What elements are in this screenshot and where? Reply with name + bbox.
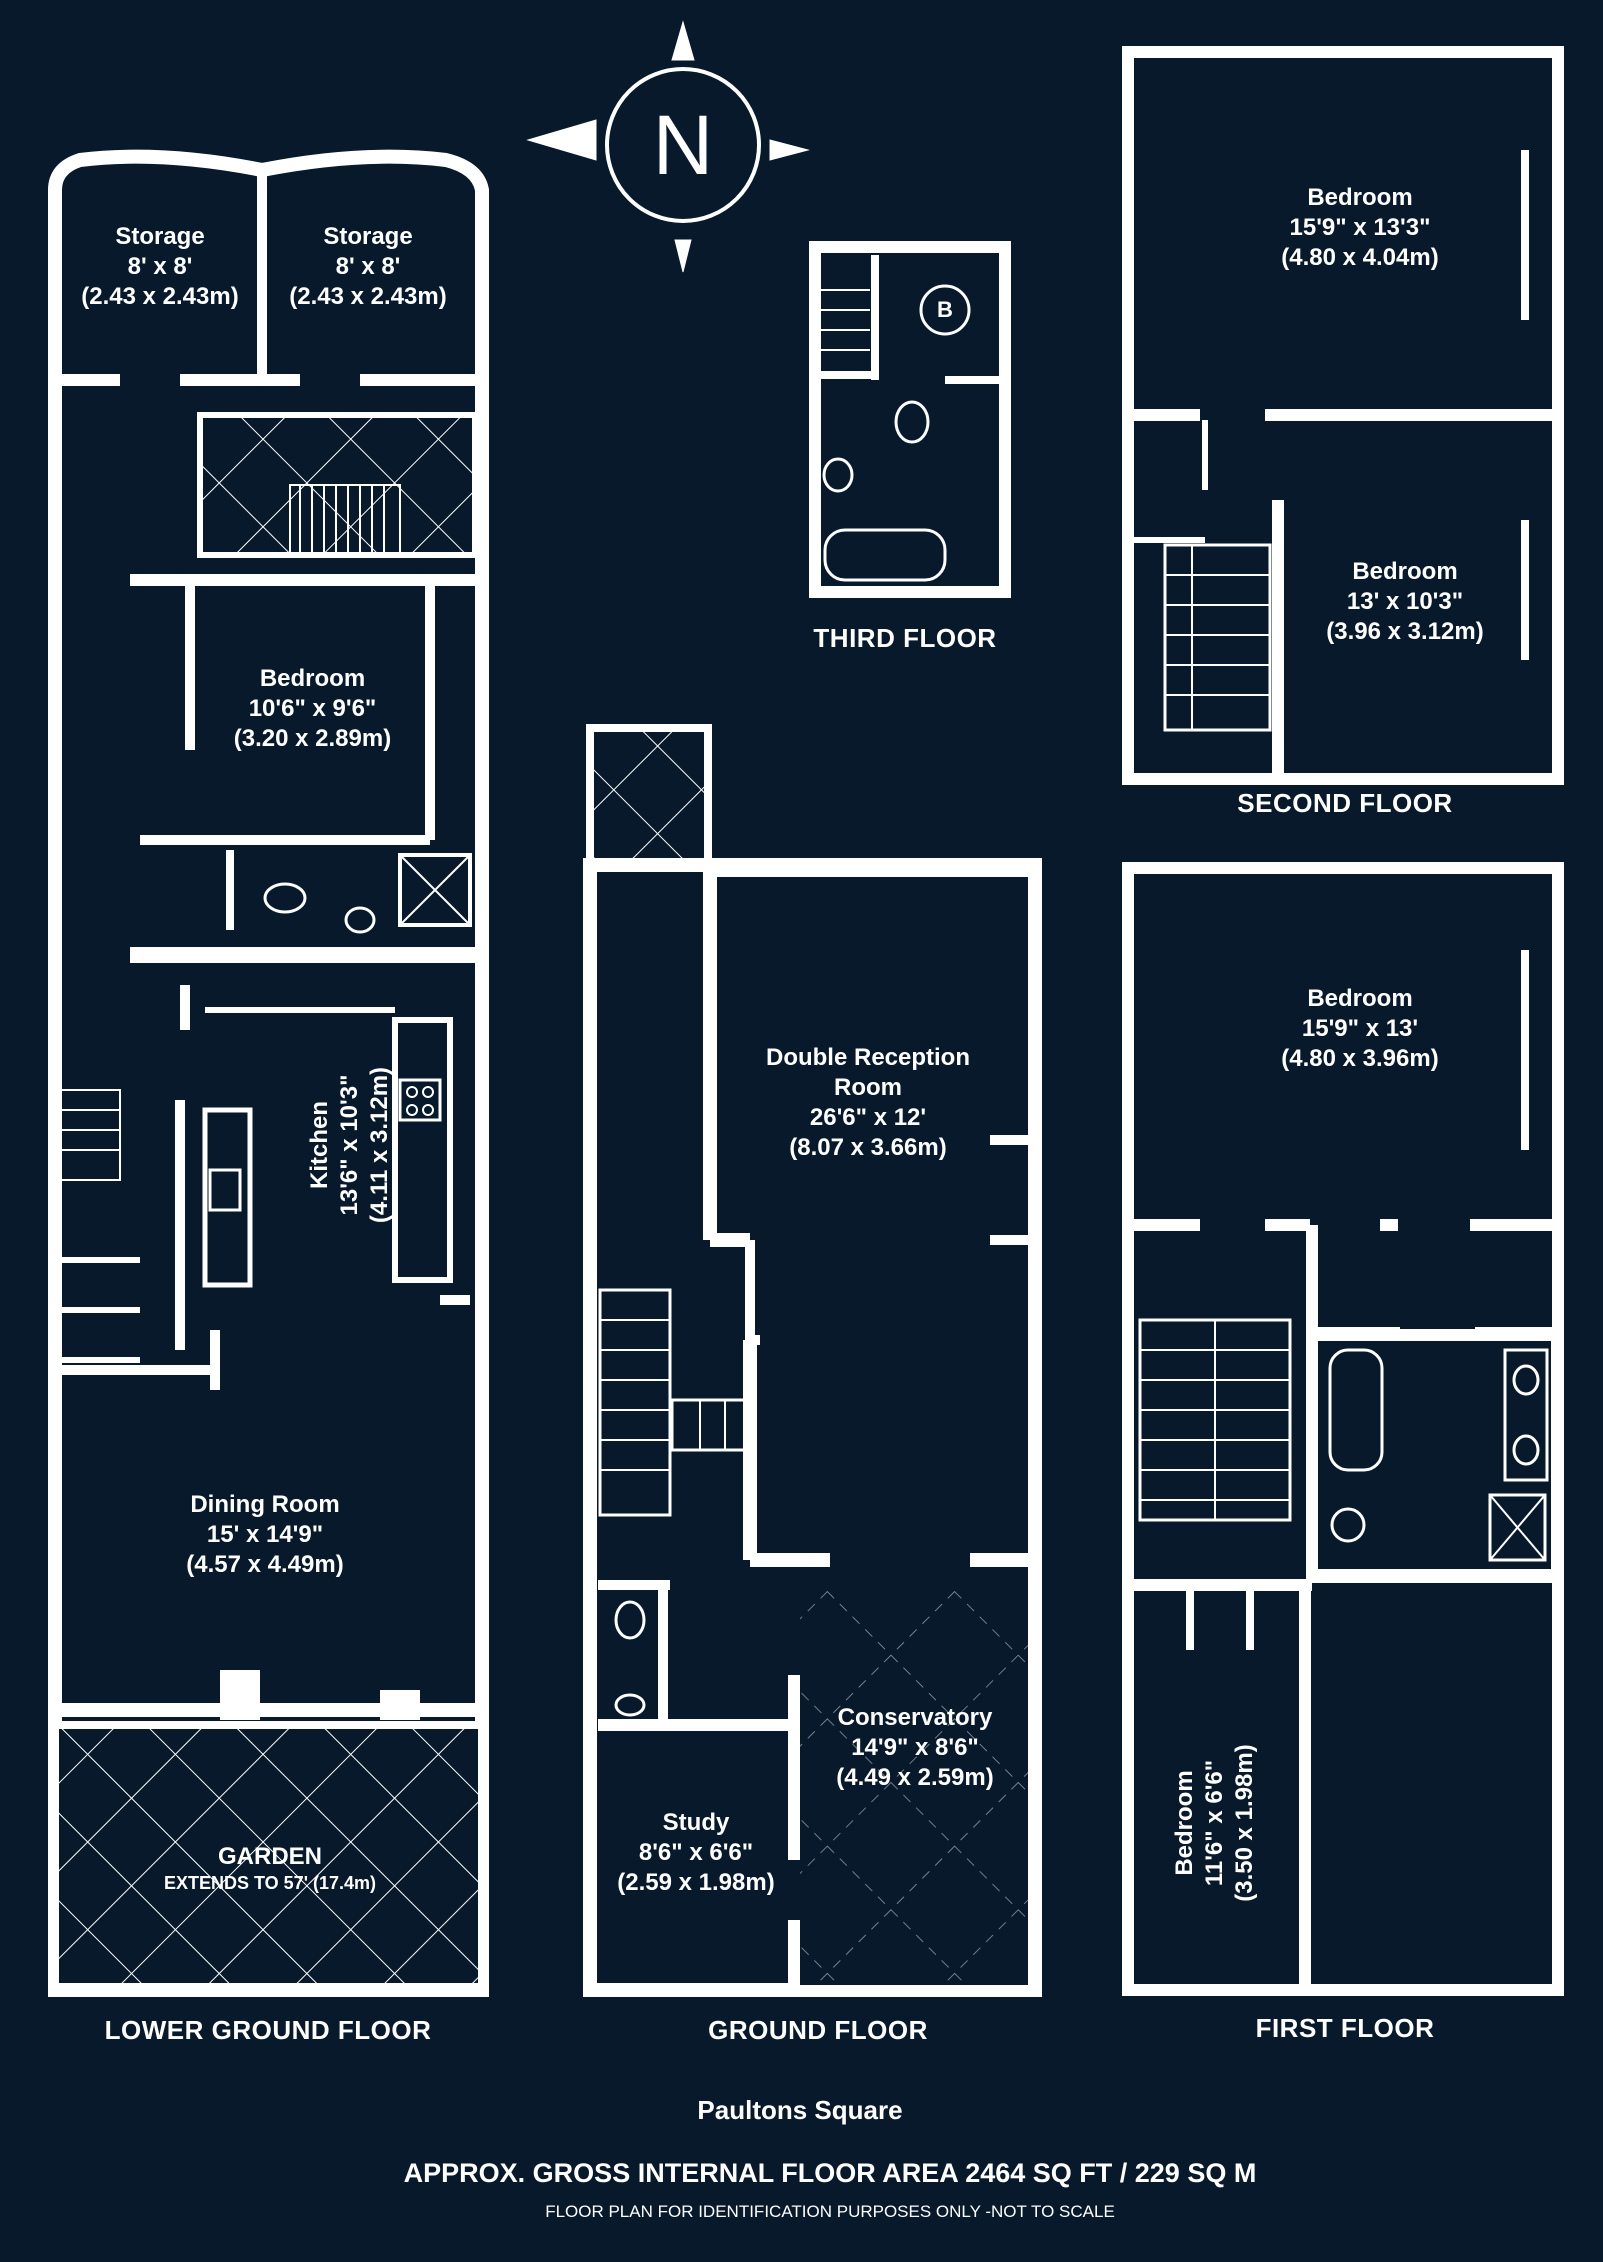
room-metric: (2.59 x 1.98m) bbox=[617, 1869, 775, 1896]
room-name: Storage bbox=[323, 223, 413, 250]
room-imperial: 13' x 10'3" bbox=[1346, 588, 1464, 615]
room-metric: (8.07 x 3.66m) bbox=[789, 1134, 947, 1161]
address-label: Paultons Square bbox=[697, 2095, 903, 2125]
room-imperial: 15'9" x 13' bbox=[1301, 1015, 1419, 1042]
compass-icon bbox=[526, 20, 810, 273]
room-storage-right: Storage 8' x 8' (2.43 x 2.43m) bbox=[268, 222, 468, 312]
room-sf-bedroom-top: Bedroom 15'9" x 13'3" (4.80 x 4.04m) bbox=[1235, 183, 1485, 273]
ground-floor-plan bbox=[583, 724, 1042, 1997]
room-name: Bedroom bbox=[1352, 558, 1458, 585]
room-name: GARDEN bbox=[217, 1843, 322, 1870]
floor-label-third: THIRD FLOOR bbox=[813, 623, 997, 653]
room-imperial: 11'6" x 6'6" bbox=[1201, 1759, 1228, 1887]
boiler-label: B bbox=[937, 297, 953, 322]
room-kitchen: Kitchen 13'6" x 10'3" (4.11 x 3.12m) bbox=[305, 1030, 395, 1260]
room-imperial: 15'9" x 13'3" bbox=[1289, 214, 1431, 241]
room-imperial: 15' x 14'9" bbox=[206, 1521, 324, 1548]
room-name-line2: Room bbox=[834, 1074, 902, 1101]
room-name: Dining Room bbox=[190, 1491, 340, 1518]
room-study: Study 8'6" x 6'6" (2.59 x 1.98m) bbox=[596, 1808, 796, 1898]
room-imperial: 14'9" x 8'6" bbox=[851, 1734, 979, 1761]
room-metric: (4.57 x 4.49m) bbox=[186, 1551, 344, 1578]
room-note: EXTENDS TO 57' (17.4m) bbox=[163, 1873, 377, 1893]
room-name-line1: Double Reception bbox=[765, 1044, 970, 1071]
room-ff-bedroom-small: Bedroom 11'6" x 6'6" (3.50 x 1.98m) bbox=[1170, 1708, 1260, 1938]
room-imperial: 8'6" x 6'6" bbox=[638, 1839, 754, 1866]
second-floor-plan bbox=[1122, 46, 1564, 785]
compass-letter: N bbox=[652, 98, 714, 192]
first-floor-plan bbox=[1122, 862, 1564, 1996]
room-name: Bedroom bbox=[1171, 1770, 1198, 1876]
room-imperial: 26'6" x 12' bbox=[809, 1104, 927, 1131]
room-metric: (4.49 x 2.59m) bbox=[836, 1764, 994, 1791]
room-name: Bedroom bbox=[1307, 184, 1413, 211]
room-metric: (3.20 x 2.89m) bbox=[233, 725, 392, 752]
room-sf-bedroom-bottom: Bedroom 13' x 10'3" (3.96 x 3.12m) bbox=[1290, 557, 1520, 647]
room-metric: (4.11 x 3.12m) bbox=[366, 1066, 393, 1224]
room-name: Storage bbox=[115, 223, 205, 250]
area-label: APPROX. GROSS INTERNAL FLOOR AREA 2464 S… bbox=[403, 2158, 1257, 2188]
room-metric: (3.50 x 1.98m) bbox=[1231, 1744, 1258, 1902]
floor-label-ground: GROUND FLOOR bbox=[708, 2015, 928, 2045]
room-metric: (4.80 x 4.04m) bbox=[1281, 244, 1439, 271]
room-metric: (3.96 x 3.12m) bbox=[1326, 618, 1484, 645]
room-imperial: 8' x 8' bbox=[127, 253, 193, 280]
room-metric: (4.80 x 3.96m) bbox=[1281, 1045, 1439, 1072]
room-storage-left: Storage 8' x 8' (2.43 x 2.43m) bbox=[60, 222, 260, 312]
floor-label-first: FIRST FLOOR bbox=[1255, 2013, 1435, 2043]
room-metric: (2.43 x 2.43m) bbox=[289, 283, 447, 310]
room-name: Conservatory bbox=[837, 1704, 993, 1731]
room-name: Bedroom bbox=[259, 665, 366, 692]
room-dining: Dining Room 15' x 14'9" (4.57 x 4.49m) bbox=[140, 1490, 390, 1580]
room-reception: Double Reception Room 26'6" x 12' (8.07 … bbox=[718, 1043, 1018, 1163]
floor-label-second: SECOND FLOOR bbox=[1237, 788, 1453, 818]
room-imperial: 10'6" x 9'6" bbox=[248, 695, 377, 722]
room-imperial: 8' x 8' bbox=[335, 253, 401, 280]
room-name: Kitchen bbox=[306, 1101, 333, 1190]
room-garden: GARDEN EXTENDS TO 57' (17.4m) bbox=[90, 1842, 450, 1895]
lower-ground-floor-plan bbox=[48, 149, 489, 1997]
room-imperial: 13'6" x 10'3" bbox=[336, 1074, 363, 1216]
room-ff-bedroom: Bedroom 15'9" x 13' (4.80 x 3.96m) bbox=[1235, 984, 1485, 1074]
room-metric: (2.43 x 2.43m) bbox=[81, 283, 239, 310]
room-name: Bedroom bbox=[1307, 985, 1413, 1012]
room-name: Study bbox=[662, 1809, 730, 1836]
room-conservatory: Conservatory 14'9" x 8'6" (4.49 x 2.59m) bbox=[800, 1703, 1030, 1793]
third-floor-plan bbox=[809, 241, 1011, 598]
floor-label-lower-ground: LOWER GROUND FLOOR bbox=[104, 2015, 432, 2045]
disclaimer-label: FLOOR PLAN FOR IDENTIFICATION PURPOSES O… bbox=[545, 2202, 1115, 2221]
room-lg-bedroom: Bedroom 10'6" x 9'6" (3.20 x 2.89m) bbox=[200, 664, 425, 754]
